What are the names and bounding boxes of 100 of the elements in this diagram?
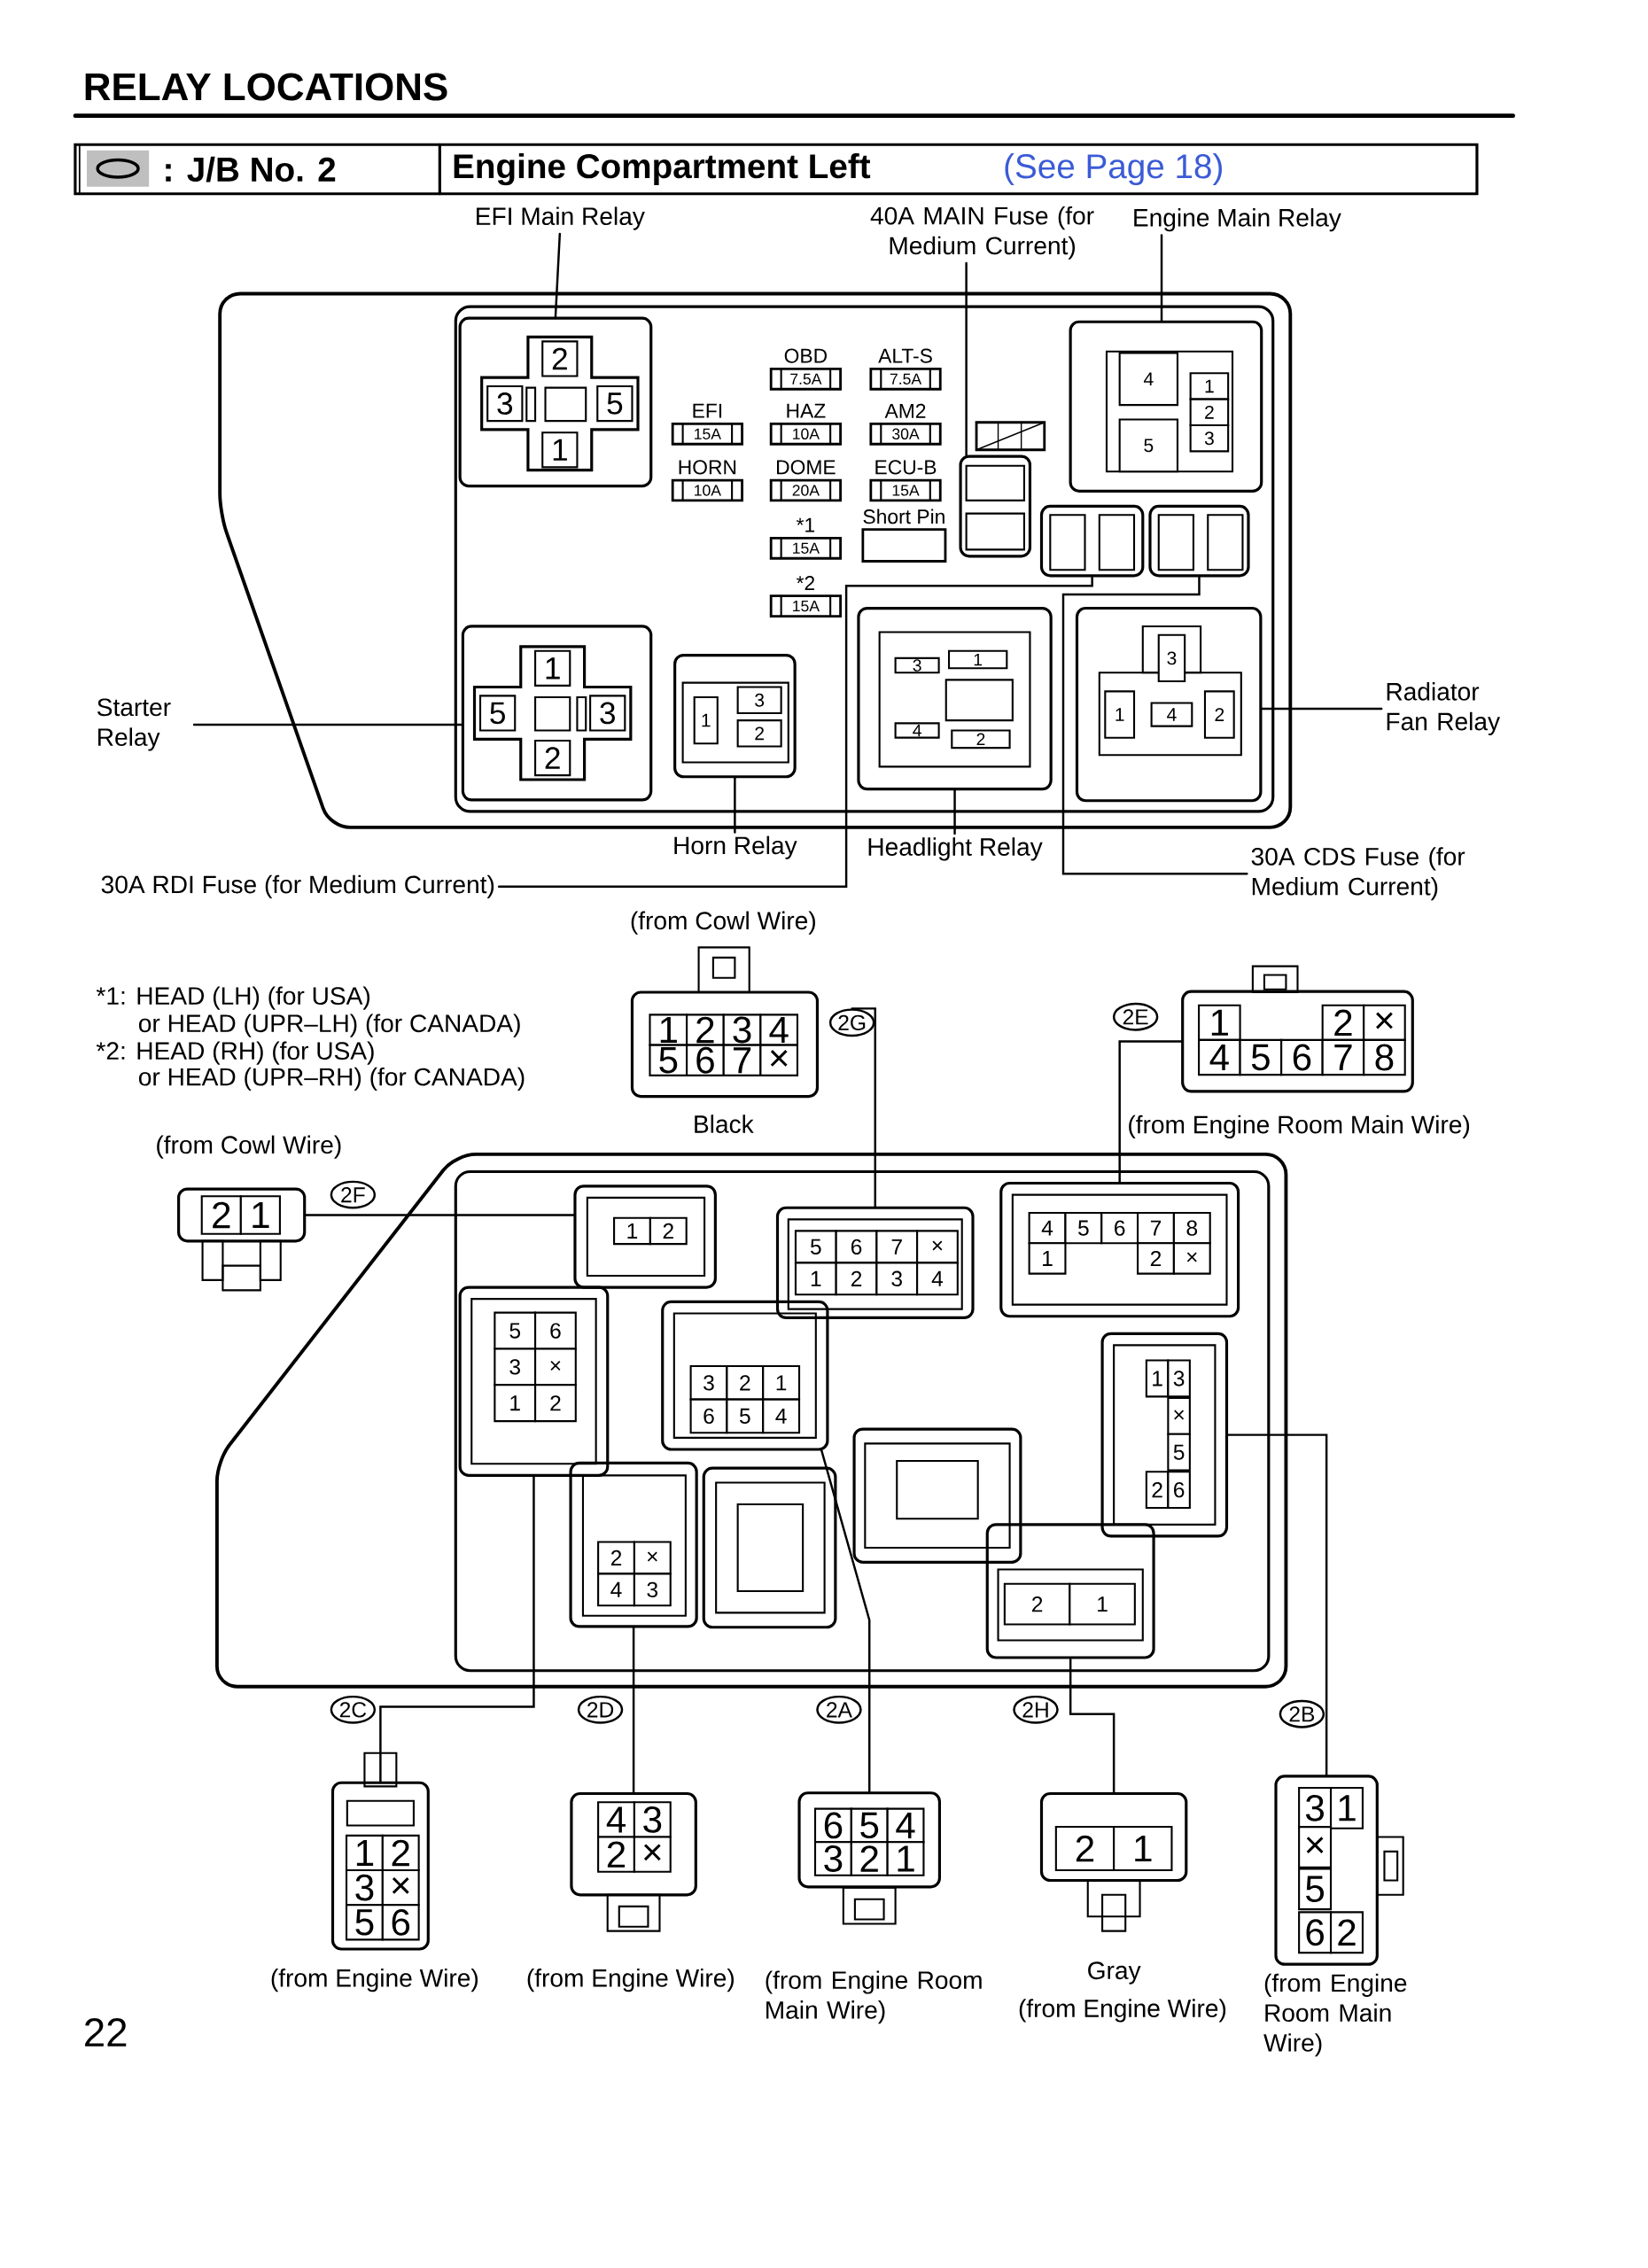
wire-caption: (from Engine Wire) — [527, 1969, 735, 1992]
pin-number: 1 — [886, 1841, 925, 1876]
pin-number: 3 — [589, 695, 626, 732]
pin-number: × — [1363, 1004, 1406, 1041]
pin-number: × — [1298, 1826, 1333, 1868]
pin-number: × — [916, 1230, 960, 1264]
wire-caption: (from Engine Wire) — [1019, 1999, 1226, 2023]
fuse: 10A — [770, 422, 843, 446]
pin-number: 1 — [948, 649, 1008, 670]
pin-number: 4 — [916, 1262, 960, 1296]
pin-number: 1 — [240, 1195, 282, 1235]
pin-number: × — [759, 1044, 799, 1076]
pin-number: 5 — [1118, 418, 1179, 473]
pin-number: × — [1167, 1396, 1192, 1435]
footnote: *1: HEAD (LH) (for USA) — [97, 986, 370, 1010]
pin-number: 7 — [1321, 1038, 1365, 1076]
fuse: 7.5A — [869, 367, 942, 391]
fuse-label: *2 — [797, 576, 815, 590]
callout-label: Starter Relay — [97, 698, 171, 751]
pin-number: 3 — [1189, 423, 1230, 453]
wire-caption: (from Engine Wire) — [271, 1969, 478, 1992]
pin-number: 5 — [795, 1230, 837, 1264]
pin-number: 1 — [795, 1262, 837, 1296]
fuse-label: AM2 — [884, 403, 926, 418]
fuse: 20A — [770, 478, 843, 502]
leader-line — [1062, 576, 1248, 875]
pin-number: 3 — [1167, 1359, 1192, 1398]
pin-number: 2 — [597, 1541, 636, 1575]
connector-code-badge: 2G — [829, 1008, 875, 1037]
pin-number: 3 — [486, 384, 524, 423]
leader-line — [633, 1627, 635, 1794]
pin-number: 3 — [634, 1801, 672, 1838]
pin-number: 4 — [762, 1398, 801, 1434]
wire-caption: (from Cowl Wire) — [631, 911, 816, 935]
pin-number: 6 — [534, 1311, 578, 1350]
pin-number: 1 — [1028, 1242, 1067, 1275]
pin-number: 5 — [726, 1398, 765, 1434]
connector-code-badge: 2H — [1013, 1695, 1059, 1724]
fuse: 30A — [869, 422, 942, 446]
pin-number: 1 — [1146, 1359, 1170, 1398]
pin-number: × — [382, 1869, 420, 1907]
wire-caption: (from Engine Room Main Wire) — [1263, 1973, 1407, 2057]
pin-number: 4 — [894, 722, 940, 739]
pin-number: 4 — [597, 1573, 636, 1607]
pin-number: 2 — [1321, 1004, 1365, 1041]
wire-caption: (from Engine Room Main Wire) — [766, 1970, 982, 2024]
leader-line — [1227, 1433, 1328, 1776]
pin-number: 1 — [613, 1216, 652, 1246]
pin-number: 3 — [346, 1869, 385, 1907]
callout-label: Radiator Fan Relay — [1387, 682, 1501, 735]
pin-number: 2 — [541, 340, 579, 377]
pin-number: 5 — [1167, 1433, 1192, 1472]
pin-number: 2 — [835, 1262, 878, 1296]
pin-number: 2 — [1204, 690, 1235, 739]
callout-label: 40A MAIN Fuse (for Medium Current) — [870, 206, 1094, 260]
leader-line — [379, 1475, 535, 1783]
connector-code-badge: 2D — [578, 1695, 624, 1724]
fuse: 15A — [770, 594, 843, 617]
leader-line — [305, 1214, 575, 1216]
pin-number: 1 — [494, 1384, 537, 1423]
pin-number: 5 — [1064, 1211, 1103, 1245]
pin-number: 3 — [1298, 1786, 1333, 1829]
page-number: 22 — [85, 2017, 127, 2047]
pin-number: 1 — [1113, 1826, 1173, 1872]
leader-line — [820, 1449, 871, 1793]
pin-number: 1 — [693, 695, 719, 745]
pin-number: 1 — [534, 649, 571, 687]
callout-label: Engine Main Relay — [1134, 208, 1341, 232]
footnote: *2: HEAD (RH) (for USA) — [97, 1041, 374, 1065]
pin-number: 2 — [649, 1216, 688, 1246]
pin-number: 5 — [596, 384, 634, 423]
wire-caption: (from Cowl Wire) — [157, 1135, 341, 1159]
pin-number: 6 — [382, 1904, 420, 1941]
pin-number: 1 — [1069, 1582, 1137, 1626]
connector-code-badge: 2F — [330, 1180, 377, 1209]
fuse: 10A — [672, 478, 744, 502]
pin-number: 3 — [689, 1365, 728, 1401]
leader-line — [851, 1007, 877, 1208]
pin-number: 2 — [1137, 1242, 1176, 1275]
pin-number: 6 — [1167, 1471, 1192, 1510]
pin-number: 7 — [1137, 1211, 1176, 1245]
pin-number: 5 — [1298, 1868, 1333, 1911]
pin-number: 2 — [382, 1834, 420, 1872]
pin-number: 2 — [1330, 1911, 1364, 1954]
footnote: or HEAD (UPR–RH) (for CANADA) — [139, 1067, 525, 1091]
pin-number: 3 — [736, 686, 782, 714]
fuse-label: Short Pin — [863, 509, 945, 524]
pin-number: 6 — [814, 1807, 853, 1844]
pin-number: 8 — [1173, 1211, 1211, 1245]
pin-number: 3 — [1157, 633, 1186, 683]
pin-number: 2 — [534, 739, 571, 777]
fuse-label: ALT-S — [878, 348, 933, 363]
callout-label: 30A RDI Fuse (for Medium Current) — [101, 874, 494, 898]
pin-number: 6 — [689, 1398, 728, 1434]
leader-line — [965, 261, 968, 456]
leader-line — [193, 723, 463, 726]
pin-number: 4 — [597, 1801, 636, 1838]
connector-code-badge: 2C — [330, 1695, 377, 1724]
pin-number: 1 — [1198, 1004, 1241, 1041]
page-title: RELAY LOCATIONS — [85, 73, 447, 101]
